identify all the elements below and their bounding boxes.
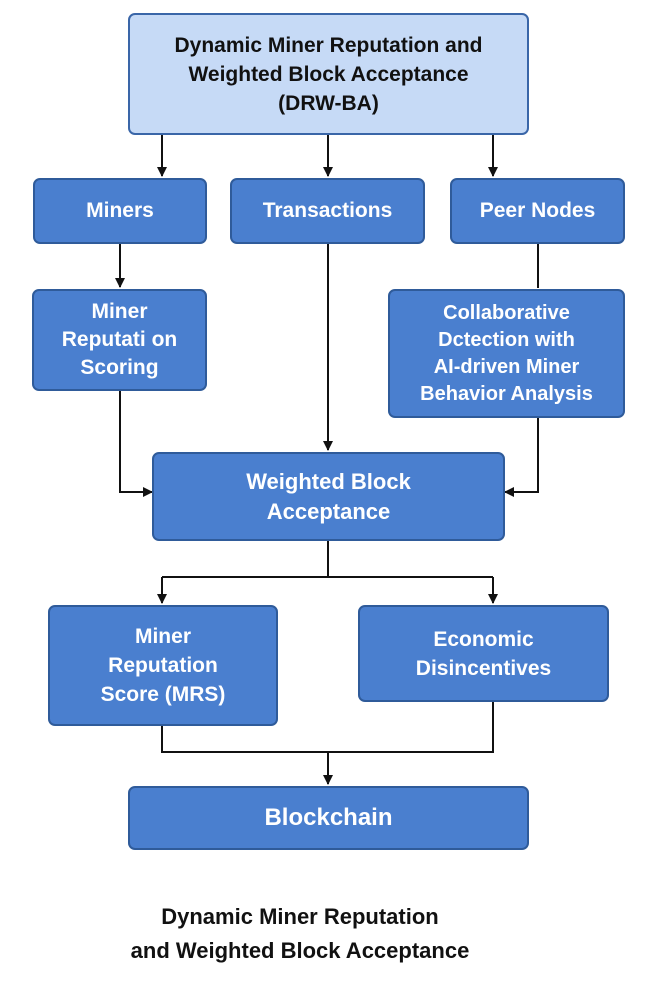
diagram-caption: Dynamic Miner Reputation and Weighted Bl… xyxy=(130,904,470,963)
weighted-block-acceptance-box: Weighted Block Acceptance xyxy=(152,452,505,541)
collaborative-detection-box: Collaborative Dctection with AI-driven M… xyxy=(388,289,625,418)
miners-box: Miners xyxy=(33,178,207,244)
transactions-box: Transactions xyxy=(230,178,425,244)
arrow-detection-to-weighted xyxy=(504,418,539,497)
miner-reputation-score-box: Miner Reputation Score (MRS) xyxy=(48,605,278,726)
economic-disincentives-box: Economic Disincentives xyxy=(358,605,609,702)
miner-reputation-scoring-box: Miner Reputati on Scoring xyxy=(32,289,207,391)
title-box: Dynamic Miner Reputation and Weighted Bl… xyxy=(128,13,529,135)
blockchain-box: Blockchain xyxy=(128,786,529,850)
arrow-scoring-to-weighted xyxy=(119,391,153,497)
peer-nodes-box: Peer Nodes xyxy=(450,178,625,244)
